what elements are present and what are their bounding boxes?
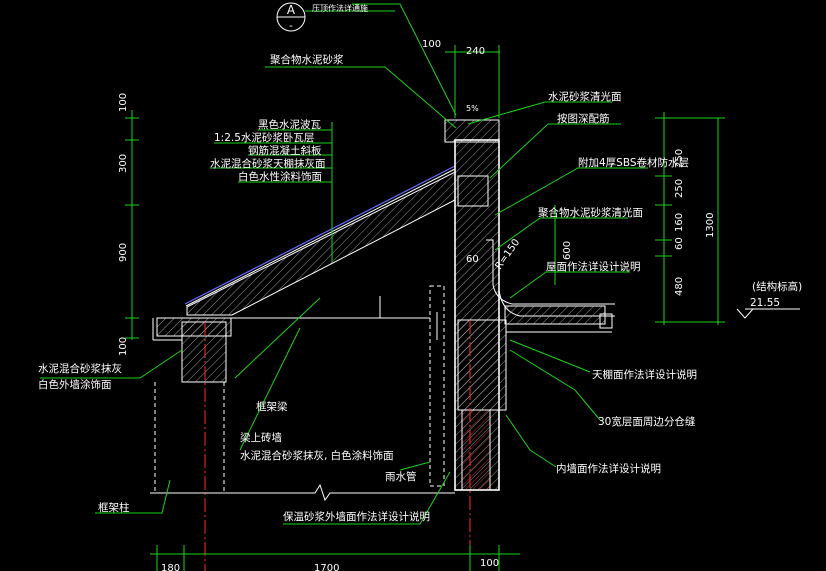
sloped-roof-slab <box>184 165 456 316</box>
label-mortar-layer: 1:2.5水泥砂浆卧瓦层 <box>214 131 314 144</box>
dim-left-100-bottom: 100 <box>118 337 129 356</box>
label-frame-beam: 框架梁 <box>256 400 288 413</box>
flat-roof-hatch <box>505 306 605 324</box>
section-marker: A - 压顶作法详通施 <box>276 2 395 32</box>
struct-elevation-value: 21.55 <box>750 297 780 309</box>
dim-right-250-a: 250 <box>674 149 685 168</box>
dim-60-inner: 60 <box>466 254 479 265</box>
label-polymer-mortar-top: 聚合物水泥砂浆 <box>270 53 344 66</box>
label-white-paint: 白色水性涂料饰面 <box>238 170 322 183</box>
label-gap-30: 30宽层面周边分仓缝 <box>598 415 696 428</box>
dim-right-160: 160 <box>674 213 685 232</box>
label-roof-method: 屋面作法详设计说明 <box>546 260 641 273</box>
ground-break-line <box>150 483 455 502</box>
label-mixed-mortar: 水泥混合砂浆天棚抹灰面 <box>210 157 326 170</box>
dim-left-900: 900 <box>118 243 129 262</box>
dim-top-100: 100 <box>422 39 441 50</box>
dim-right-250-b: 250 <box>674 179 685 198</box>
eave-beam-outline <box>181 321 227 383</box>
ring-beam-hatch <box>458 320 506 410</box>
label-ext-wall: 保温砂浆外墙面作法详设计说明 <box>283 510 430 523</box>
dim-600: 600 <box>562 241 573 260</box>
top-dimensions: 100 240 5% <box>422 39 500 118</box>
label-concrete-slab: 钢筋混凝土斜板 <box>248 144 322 157</box>
label-cement-polish: 水泥砂浆清光面 <box>548 90 622 103</box>
struct-elevation-label: (结构标高) <box>752 280 802 293</box>
dim-right-480: 480 <box>674 277 685 296</box>
label-reinforcement: 按图深配筋 <box>557 112 610 125</box>
brick-wall-hatch <box>462 410 490 490</box>
slope-label: 5% <box>466 104 479 113</box>
label-polymer-polish: 聚合物水泥砂浆清光面 <box>538 206 643 219</box>
dim-bottom-100: 100 <box>480 558 499 569</box>
dim-bottom-180: 180 <box>161 563 180 571</box>
left-dimension-chain: 100 300 900 100 <box>118 93 139 356</box>
parapet-wall <box>444 119 615 491</box>
roof-edge-block <box>599 313 613 329</box>
dim-right-60: 60 <box>674 237 685 250</box>
label-inner-wall: 内墙面作法详设计说明 <box>556 462 661 475</box>
label-sbs-layer: 附加4厚SBS卷材防水层 <box>578 156 689 169</box>
label-frame-column: 框架柱 <box>98 501 130 514</box>
downpipe-outline <box>429 285 445 487</box>
section-marker-note: 压顶作法详通施 <box>312 3 368 13</box>
roof-tile-line <box>184 165 456 305</box>
section-marker-letter: A <box>287 3 296 17</box>
upstand-outline <box>486 239 615 305</box>
roof-slab-hatch <box>187 172 455 315</box>
section-marker-sub: - <box>289 20 293 32</box>
roof-mortar-line <box>185 168 456 307</box>
label-beam-brick-plaster: 水泥混合砂浆抹灰, 白色涂料饰面 <box>240 449 394 462</box>
label-left-plaster: 水泥混合砂浆抹灰 <box>38 362 122 375</box>
dim-top-240: 240 <box>466 46 485 57</box>
eave-beam-hatch <box>182 322 226 382</box>
dim-left-300: 300 <box>118 154 129 173</box>
flat-roof-outline <box>504 305 606 325</box>
parapet-cap-hatch <box>445 120 499 142</box>
left-eave-beam <box>152 317 232 383</box>
right-dimension-chain: 250 250 160 60 480 1300 <box>655 112 725 325</box>
label-black-cement-tile: 黑色水泥波瓦 <box>258 118 321 131</box>
label-beam-brick: 梁上砖墙 <box>240 431 282 444</box>
leader-lines <box>40 3 648 525</box>
label-left-white-paint: 白色外墙涂饰面 <box>38 378 112 391</box>
downpipe <box>429 285 445 487</box>
bottom-dimensions: 180 1700 100 <box>150 545 520 571</box>
label-downpipe: 雨水管 <box>385 470 417 483</box>
brick-wall-outline <box>461 409 491 491</box>
annotation-labels: 聚合物水泥砂浆 黑色水泥波瓦 1:2.5水泥砂浆卧瓦层 钢筋混凝土斜板 水泥混合… <box>38 53 697 523</box>
label-ceiling-method: 天棚面作法详设计说明 <box>592 368 697 381</box>
dim-left-100-top: 100 <box>118 93 129 112</box>
wall-inner-block <box>457 175 489 207</box>
elevation-marker: (结构标高) 21.55 <box>736 280 802 319</box>
roof-membrane-line <box>498 204 615 317</box>
dim-right-1300: 1300 <box>705 213 716 238</box>
dim-bottom-1700: 1700 <box>314 563 339 571</box>
